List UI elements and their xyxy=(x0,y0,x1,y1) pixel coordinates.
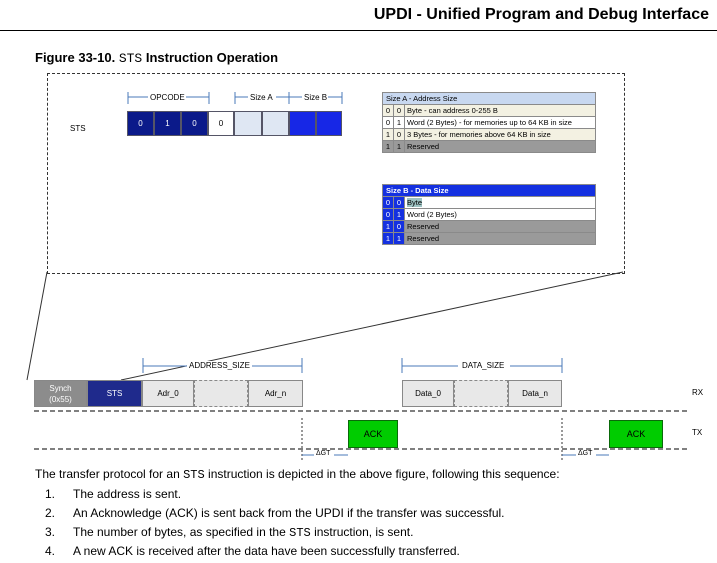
bit-cell: 1 xyxy=(382,128,394,141)
bit-cell: 0 xyxy=(382,104,394,117)
bit-cell: 1 xyxy=(382,220,394,233)
row-description: Reserved xyxy=(404,140,596,153)
document-header-title: UPDI - Unified Program and Debug Interfa… xyxy=(373,6,709,23)
table-row: 0 0 Byte xyxy=(382,196,596,209)
bit-cell: 0 xyxy=(382,116,394,129)
instruction-detail-box xyxy=(47,73,625,274)
figure-title-text: Instruction Operation xyxy=(145,50,279,65)
opcode-bit-4: 0 xyxy=(208,111,234,136)
step-text: A new ACK is received after the data hav… xyxy=(73,544,460,558)
row-description: Reserved xyxy=(404,232,596,245)
table-row: 1 0 Reserved xyxy=(382,220,596,233)
row-description: Byte xyxy=(404,196,596,209)
step-text: An Acknowledge (ACK) is sent back from t… xyxy=(73,506,505,520)
data-gap-field xyxy=(454,380,508,407)
header-rule xyxy=(0,30,717,31)
bit-cell: 0 xyxy=(393,196,405,209)
size-b-table: Size B - Data Size 0 0 Byte 0 1 Word (2 … xyxy=(382,184,596,245)
step-text-post: instruction, is sent. xyxy=(310,525,414,539)
adrn-field: Adr_n xyxy=(248,380,303,407)
rx-label: RX xyxy=(692,388,704,397)
step-number: 1. xyxy=(45,487,56,501)
intro-code: STS xyxy=(183,468,205,482)
table-row: 0 1 Word (2 Bytes) xyxy=(382,208,596,221)
step-text: The number of bytes, as specified in the… xyxy=(73,525,413,540)
step-text: The address is sent. xyxy=(73,487,182,501)
zoom-line-left xyxy=(26,271,48,381)
bit-cell: 0 xyxy=(382,196,394,209)
bit-cell: 1 xyxy=(382,232,394,245)
synch-field: Synch (0x55) xyxy=(34,380,87,407)
table-row: 1 0 3 Bytes - for memories above 64 KB i… xyxy=(382,128,596,141)
step-number: 3. xyxy=(45,525,56,539)
bit-cell: 1 xyxy=(393,208,405,221)
opcode-bit-2: 1 xyxy=(154,111,181,136)
opcode-bit-1: 0 xyxy=(127,111,154,136)
bit-cell: 0 xyxy=(382,208,394,221)
synch-value: (0x55) xyxy=(49,395,72,404)
row-description: Reserved xyxy=(404,220,596,233)
table-row: 0 0 Byte - can address 0-255 B xyxy=(382,104,596,117)
body-intro: The transfer protocol for an STS instruc… xyxy=(35,467,560,482)
size-a-table: Size A - Address Size 0 0 Byte - can add… xyxy=(382,92,596,153)
bit-cell: 1 xyxy=(393,116,405,129)
row-description: Byte - can address 0-255 B xyxy=(404,104,596,117)
size-a-table-header: Size A - Address Size xyxy=(382,92,596,105)
bit-cell: 1 xyxy=(393,232,405,245)
opcode-bit-3: 0 xyxy=(181,111,208,136)
gt-label-2: ΔGT xyxy=(578,450,593,457)
row-description: 3 Bytes - for memories above 64 KB in si… xyxy=(404,128,596,141)
data-size-label: DATA_SIZE xyxy=(460,361,507,370)
size-b-bit-0 xyxy=(316,111,342,136)
bit-cell: 0 xyxy=(393,104,405,117)
size-a-bit-1 xyxy=(234,111,262,136)
figure-code: STS xyxy=(118,51,143,66)
table-row: 0 1 Word (2 Bytes) - for memories up to … xyxy=(382,116,596,129)
size-b-bit-1 xyxy=(289,111,316,136)
adr0-field: Adr_0 xyxy=(142,380,194,407)
intro-text-pre: The transfer protocol for an xyxy=(35,467,184,481)
synch-label: Synch xyxy=(49,384,72,393)
size-b-table-header: Size B - Data Size xyxy=(382,184,596,197)
ack-1-field: ACK xyxy=(348,420,398,448)
sts-row-label: STS xyxy=(70,124,86,133)
step-code: STS xyxy=(289,526,311,540)
datan-field: Data_n xyxy=(508,380,562,407)
row-description: Word (2 Bytes) xyxy=(404,208,596,221)
highlighted-text: Byte xyxy=(407,198,423,207)
table-row: 1 1 Reserved xyxy=(382,140,596,153)
data0-field: Data_0 xyxy=(402,380,454,407)
bit-cell: 0 xyxy=(393,220,405,233)
tx-label: TX xyxy=(692,428,703,437)
step-number: 4. xyxy=(45,544,56,558)
row-description: Word (2 Bytes) - for memories up to 64 K… xyxy=(404,116,596,129)
address-size-label: ADDRESS_SIZE xyxy=(187,361,252,370)
step-number: 2. xyxy=(45,506,56,520)
figure-title: Figure 33-10. STS Instruction Operation xyxy=(35,50,278,66)
size-a-label: Size A xyxy=(250,93,273,102)
ack-2-field: ACK xyxy=(609,420,663,448)
adr-gap-field xyxy=(194,380,248,407)
bit-cell: 1 xyxy=(393,140,405,153)
opcode-label: OPCODE xyxy=(150,93,185,102)
sts-field: STS xyxy=(87,380,142,407)
figure-number: Figure 33-10. xyxy=(35,50,116,65)
size-a-bit-0 xyxy=(262,111,289,136)
intro-text-post: instruction is depicted in the above fig… xyxy=(204,467,560,481)
table-row: 1 1 Reserved xyxy=(382,232,596,245)
step-text-pre: The number of bytes, as specified in the xyxy=(73,525,290,539)
bit-cell: 1 xyxy=(382,140,394,153)
bit-cell: 0 xyxy=(393,128,405,141)
size-b-label: Size B xyxy=(304,93,328,102)
gt-label-1: ΔGT xyxy=(316,450,331,457)
